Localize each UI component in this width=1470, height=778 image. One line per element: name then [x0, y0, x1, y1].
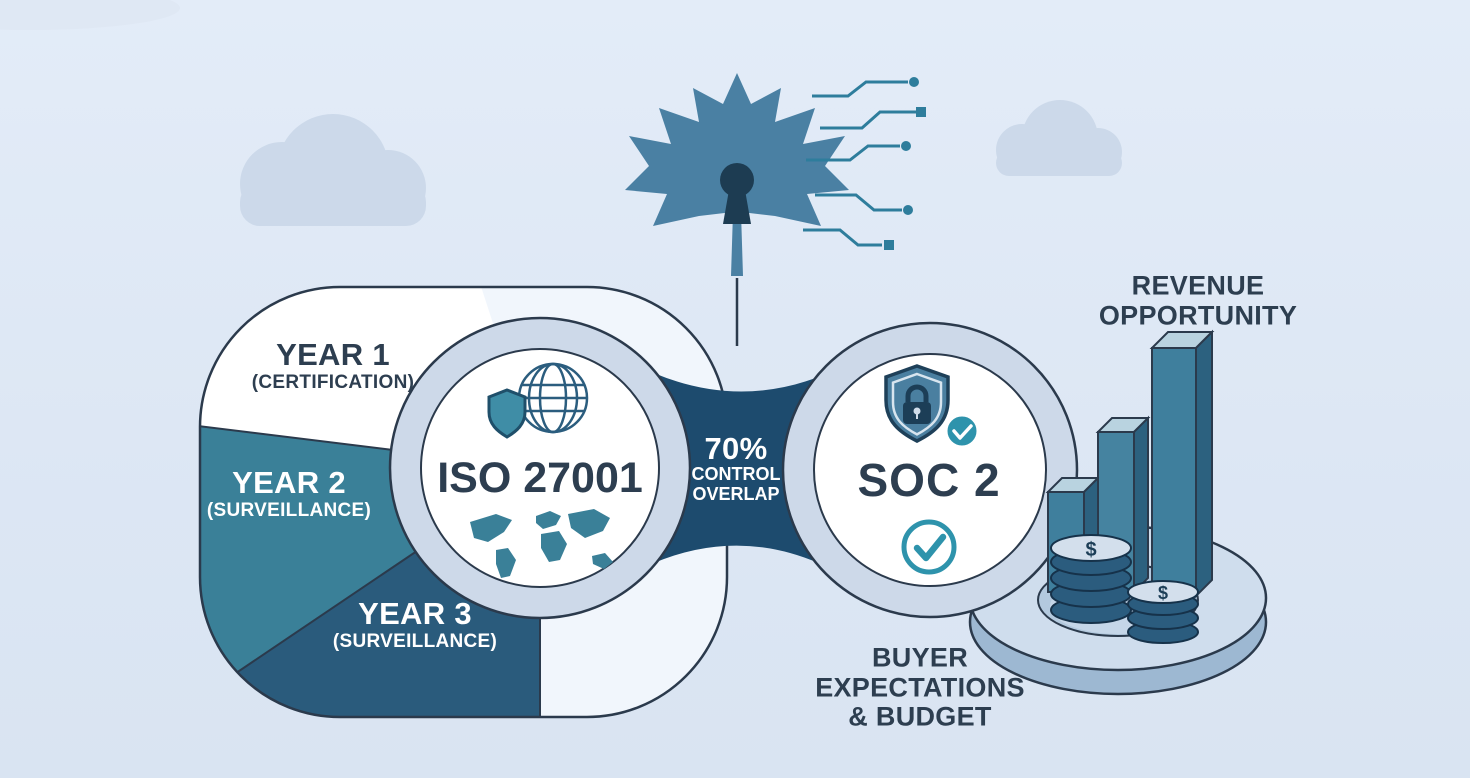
revenue-line2: OPPORTUNITY	[1098, 300, 1298, 330]
year1-title: YEAR 1	[276, 337, 390, 373]
dollar-sign: $	[1158, 583, 1168, 603]
iso-27001-label: ISO 27001	[437, 453, 643, 502]
overlap-line2: OVERLAP	[692, 483, 780, 504]
year1-subtitle: (CERTIFICATION)	[251, 372, 415, 394]
year3-title: YEAR 3	[358, 596, 472, 632]
globe-icon	[517, 362, 589, 434]
year3-label: YEAR 3 (SURVEILLANCE)	[333, 597, 497, 653]
overlap-line1: CONTROL	[691, 464, 781, 485]
keyhole-icon	[720, 163, 754, 224]
lock-shackle	[905, 384, 929, 402]
buyer-line2: EXPECTATIONS	[815, 672, 1025, 703]
world-map-icon	[470, 509, 613, 578]
year2-label: YEAR 2 (SURVEILLANCE)	[207, 466, 371, 522]
check-badge-icon	[944, 413, 980, 449]
overlap-label: 70% CONTROL OVERLAP	[691, 430, 781, 504]
overlap-percent: 70%	[704, 430, 768, 466]
year1-label: YEAR 1 (CERTIFICATION)	[252, 338, 414, 394]
soc-circle	[781, 321, 1079, 619]
coin-stack-left: $	[1050, 534, 1132, 624]
circuit-lines-icon	[803, 77, 926, 250]
cloud-icon	[0, 0, 426, 226]
buyer-line1: BUYER	[871, 642, 968, 673]
iso-circle	[388, 316, 692, 620]
dollar-sign: $	[1085, 539, 1096, 561]
checkmark-circle-icon	[901, 519, 957, 575]
year2-subtitle: (SURVEILLANCE)	[206, 500, 372, 522]
overlap-band	[653, 372, 819, 564]
coin-stack-icon: $ $	[1050, 534, 1199, 644]
coin-stack-right: $	[1127, 580, 1199, 644]
buyer-line3: & BUDGET	[848, 701, 992, 732]
year3-subtitle: (SURVEILLANCE)	[332, 631, 498, 653]
maple-leaf-icon	[625, 73, 849, 346]
shield-icon	[487, 388, 527, 439]
revenue-line1: REVENUE	[1131, 270, 1265, 301]
cloud-icon-right	[996, 100, 1122, 176]
revenue-opportunity-label: REVENUE OPPORTUNITY	[1099, 271, 1297, 330]
buyer-expectations-label: BUYER EXPECTATIONS & BUDGET	[815, 643, 1025, 732]
soc-2-label: SOC 2	[857, 454, 1001, 507]
year2-title: YEAR 2	[232, 465, 346, 501]
bar-tall	[1149, 329, 1215, 599]
shield-lock-icon	[884, 364, 950, 443]
